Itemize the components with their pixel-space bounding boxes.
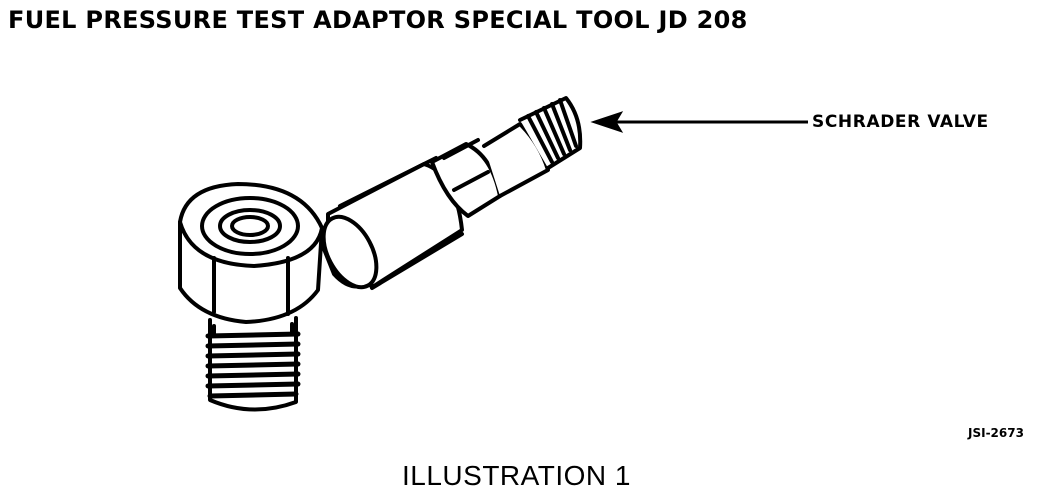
schrader-valve-label: SCHRADER VALVE: [812, 112, 989, 132]
figure-caption: ILLUSTRATION 1: [402, 460, 631, 491]
valve-hex: [430, 138, 502, 218]
figure-code: JSI-2673: [968, 426, 1024, 440]
schrader-thread: [518, 96, 583, 170]
figure-title: FUEL PRESSURE TEST ADAPTOR SPECIAL TOOL …: [8, 6, 748, 34]
banjo-hex-nut: [178, 182, 324, 324]
bottom-threaded-fitting: [205, 316, 301, 412]
hex-body: [321, 156, 464, 290]
schrader-leader-arrow: [590, 111, 808, 133]
